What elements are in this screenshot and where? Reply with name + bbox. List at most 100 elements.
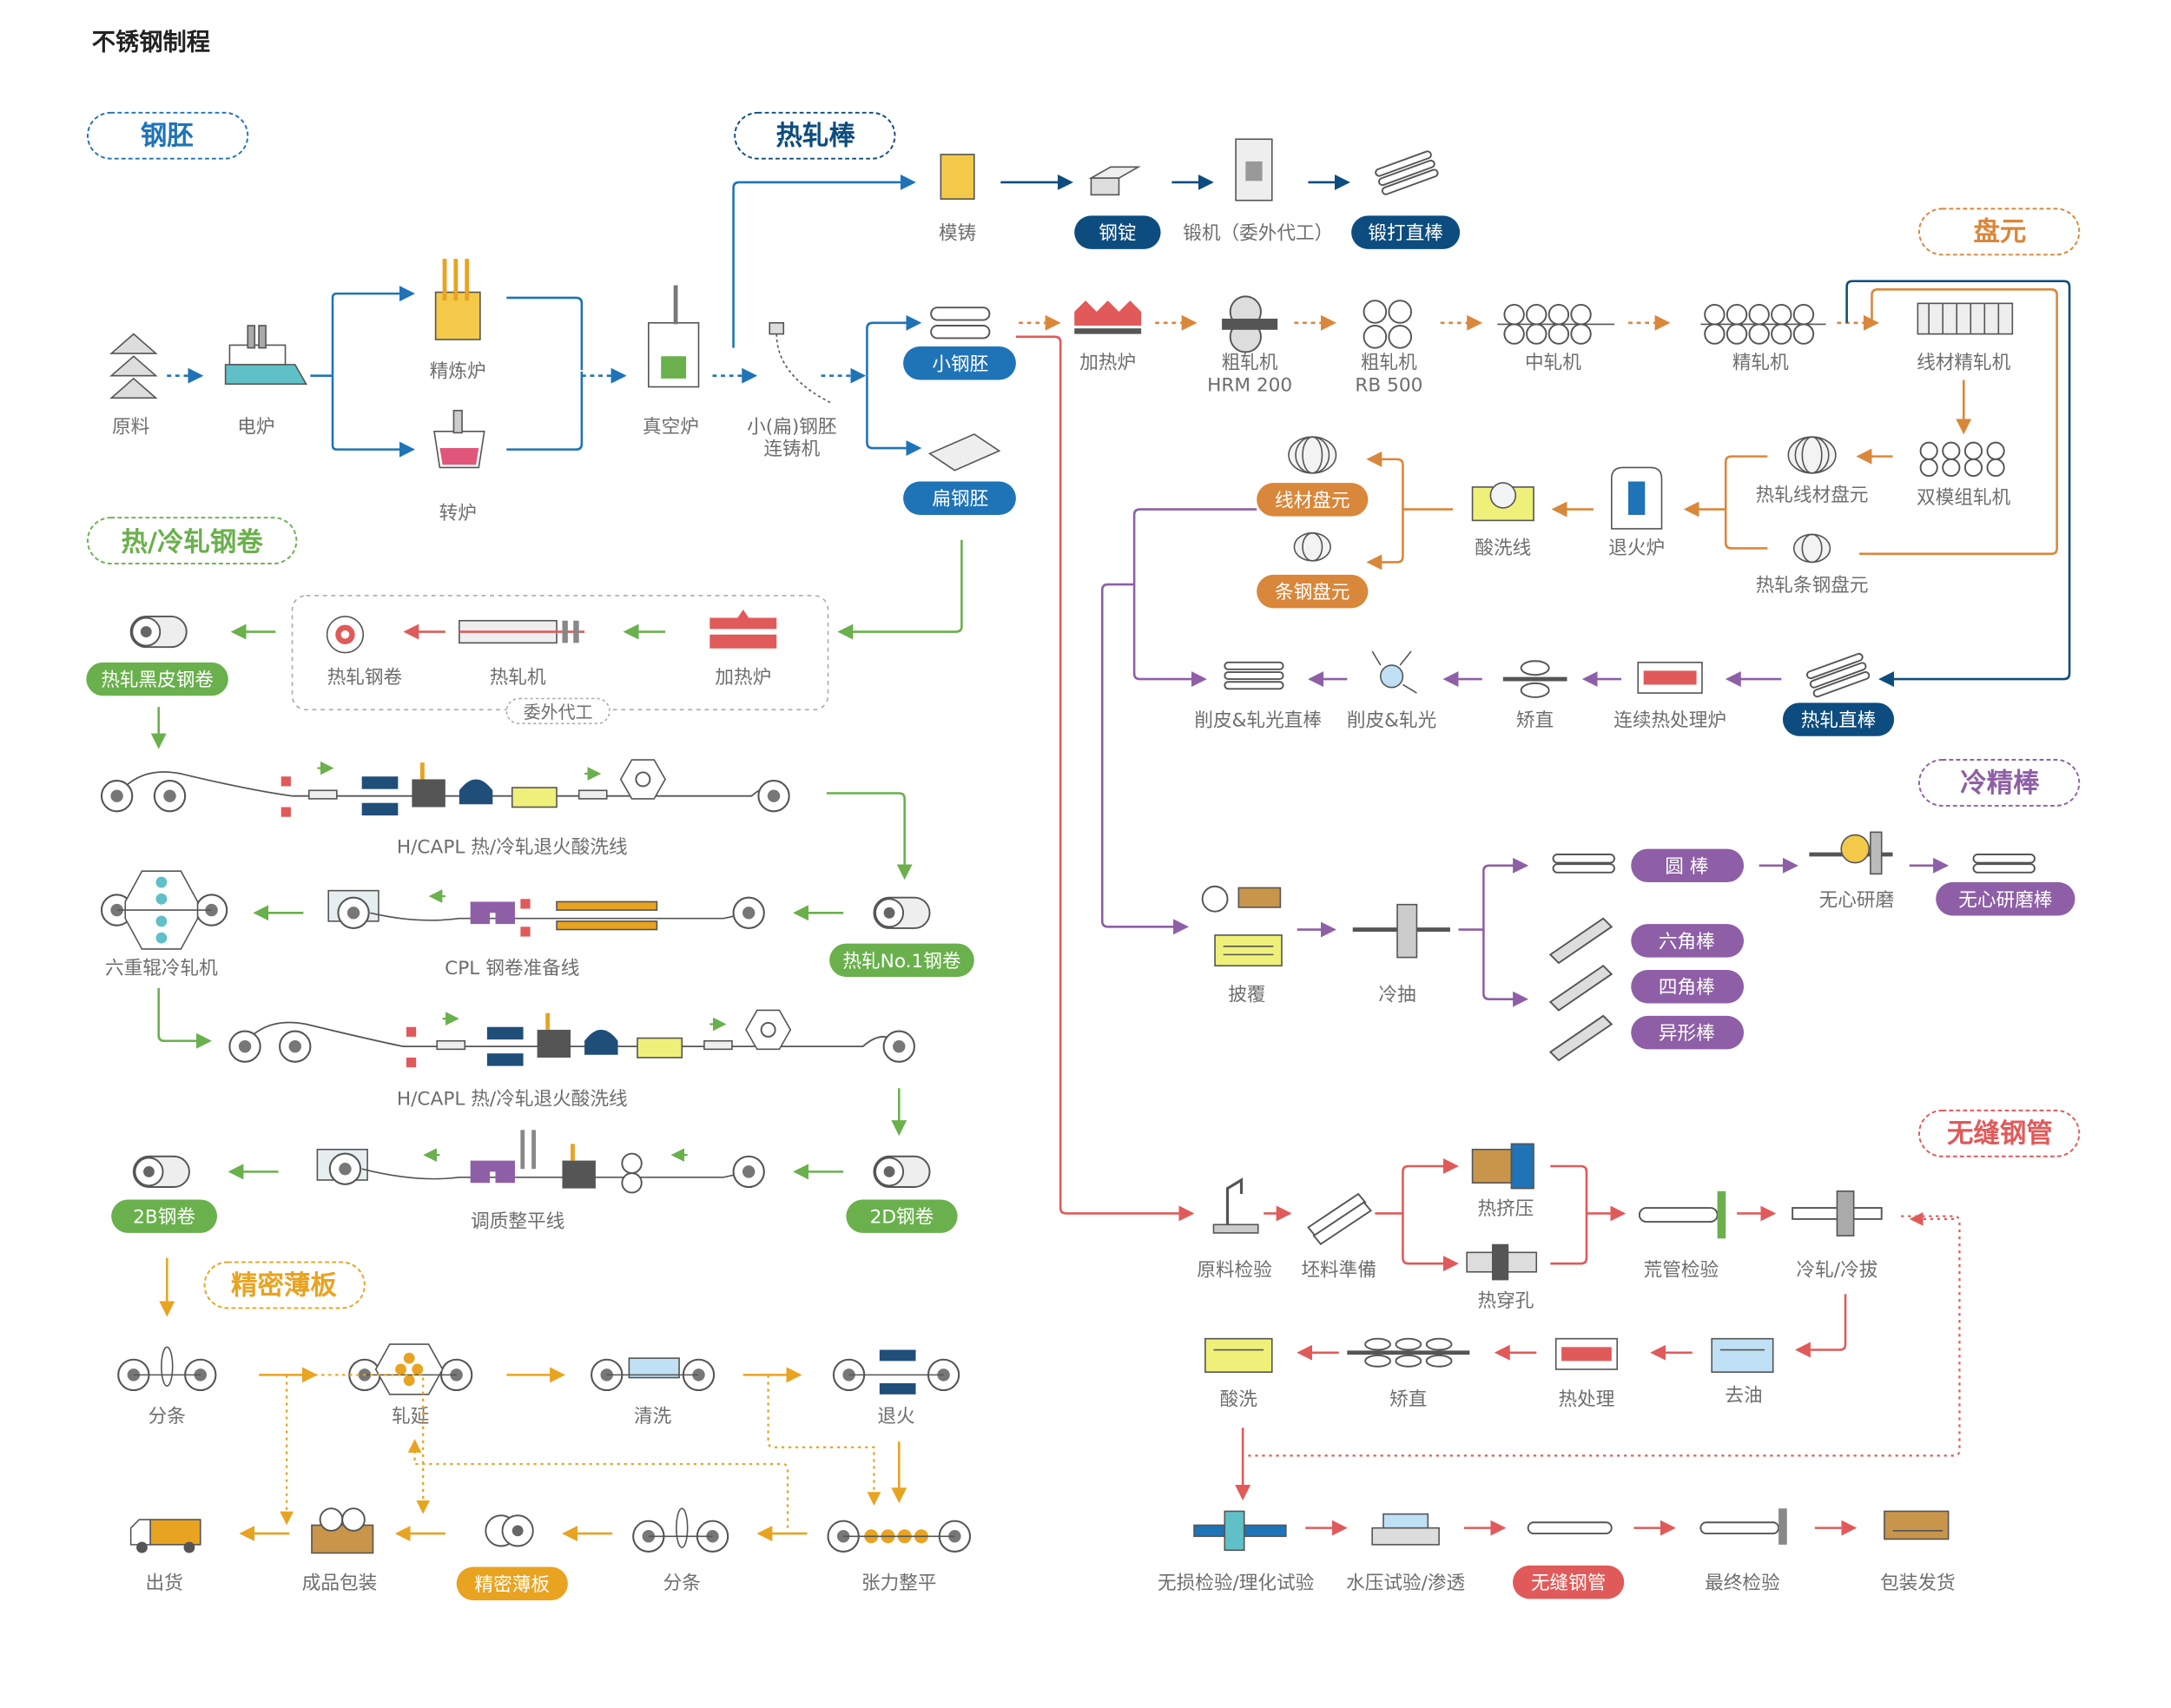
pill-black-coil bbox=[86, 662, 228, 696]
square-bar-icon bbox=[1548, 964, 1613, 1012]
section-tag-hot-rolled-bar: 热轧棒 bbox=[734, 111, 896, 160]
label-hcapl-2: H/CAPL 热/冷轧退火酸洗线 bbox=[397, 1088, 628, 1110]
pill-centerless-bar-label: 无心研磨棒 bbox=[1958, 889, 2053, 911]
no1-coil-icon bbox=[873, 896, 931, 929]
ingot-icon bbox=[1088, 166, 1141, 196]
straightener-icon bbox=[1502, 660, 1567, 698]
pill-special-bar-label: 异形棒 bbox=[1659, 1023, 1715, 1045]
wire-finishing-mill-icon bbox=[1917, 302, 2014, 335]
section-tag-wire-rod: 盘元 bbox=[1918, 208, 2081, 256]
label-skin-pass: 调质整平线 bbox=[471, 1210, 564, 1232]
round-bar-icon bbox=[1552, 854, 1615, 874]
pill-hot-rolled-bar-label: 热轧直棒 bbox=[1801, 710, 1877, 732]
eaf-icon bbox=[224, 325, 307, 386]
coating-icon bbox=[1201, 885, 1283, 967]
section-tag-precision-strip: 精密薄板 bbox=[203, 1261, 366, 1309]
svg-text:冷精棒: 冷精棒 bbox=[1960, 768, 2040, 799]
wire-rod-flow-arrows bbox=[1366, 288, 2058, 570]
hcapl-1-small-arrows bbox=[317, 761, 602, 781]
pill-slab bbox=[903, 481, 1016, 515]
centerless-grinder-icon bbox=[1809, 831, 1893, 875]
label-extrude: 热挤压 bbox=[1478, 1198, 1534, 1220]
label-degrease: 去油 bbox=[1725, 1385, 1762, 1407]
svg-text:热/冷轧钢卷: 热/冷轧钢卷 bbox=[122, 528, 264, 558]
label-slit-2: 分条 bbox=[663, 1573, 701, 1594]
label-cpl: CPL 钢卷准备线 bbox=[445, 958, 579, 979]
pill-wire-rod-label: 线材盘元 bbox=[1275, 490, 1350, 511]
black-coil-icon bbox=[129, 615, 188, 649]
tension-leveler-icon bbox=[827, 1520, 972, 1553]
label-intermediate: 中轧机 bbox=[1525, 353, 1581, 374]
hollow-inspect-icon bbox=[1638, 1190, 1726, 1239]
billet-prep-icon bbox=[1307, 1192, 1372, 1246]
slitter-2-icon bbox=[632, 1507, 729, 1553]
svg-text:无缝钢管: 无缝钢管 bbox=[1947, 1119, 2053, 1150]
pill-no1-coil bbox=[829, 943, 974, 978]
slab-furnace-icon bbox=[703, 609, 782, 649]
extrude-pierce-branch bbox=[1375, 1158, 1627, 1272]
pill-hot-rolled-bar bbox=[1782, 702, 1895, 736]
pill-ingot-label: 钢锭 bbox=[1099, 223, 1136, 245]
pill-small-billet-label: 小钢胚 bbox=[932, 353, 988, 375]
pack-box-icon bbox=[311, 1507, 374, 1554]
pill-square-bar-label: 四角棒 bbox=[1659, 977, 1715, 999]
pill-no1-coil-label: 热轧No.1钢卷 bbox=[842, 951, 961, 973]
slitter-1-icon bbox=[117, 1346, 217, 1392]
strip-anneal-icon bbox=[832, 1349, 960, 1395]
forged-bar-icon bbox=[1374, 149, 1440, 196]
arrow-slab-to-coil bbox=[837, 539, 963, 640]
ndt-icon bbox=[1193, 1510, 1287, 1552]
label-pickling: 酸洗线 bbox=[1475, 537, 1531, 559]
label-hollow-inspect: 荒管检验 bbox=[1644, 1260, 1719, 1282]
pill-2b-coil-label: 2B钢卷 bbox=[133, 1207, 195, 1229]
hot-piercing-icon bbox=[1466, 1243, 1538, 1281]
label-caster-1: 小(扁)钢胚 bbox=[747, 416, 836, 438]
pill-forged-bar-label: 锻打直棒 bbox=[1368, 223, 1443, 245]
degrease-tank-icon bbox=[1711, 1337, 1774, 1373]
tube-straightener-icon bbox=[1347, 1337, 1470, 1368]
dotted-return-line bbox=[1246, 1215, 1961, 1457]
pill-2d-coil-label: 2D钢卷 bbox=[870, 1207, 934, 1229]
label-vacuum: 真空炉 bbox=[643, 416, 699, 438]
label-twin-module: 双模组轧机 bbox=[1917, 487, 2011, 509]
outsourced-frame bbox=[291, 595, 829, 711]
label-rough-2: 粗轧机 bbox=[1361, 353, 1417, 374]
hcapl-line-2-icon bbox=[228, 1009, 915, 1068]
label-tube-inspect: 原料检验 bbox=[1197, 1260, 1272, 1282]
hot-wire-coil-icon bbox=[1787, 436, 1837, 474]
label-tube-ship: 包装发货 bbox=[1880, 1573, 1956, 1594]
annealing-furnace-icon bbox=[1611, 466, 1663, 530]
pill-centerless-bar bbox=[1936, 882, 2075, 916]
converter-icon bbox=[433, 409, 485, 469]
label-ndt: 无损检验/理化试验 bbox=[1158, 1573, 1315, 1594]
label-raw: 原料 bbox=[112, 416, 149, 438]
label-tube-straighten: 矫直 bbox=[1389, 1389, 1427, 1411]
coil-2b-icon bbox=[132, 1155, 190, 1188]
page-title: 不锈钢制程 bbox=[92, 30, 210, 56]
coil-2d-icon bbox=[873, 1155, 931, 1188]
hot-bar-coil-icon bbox=[1792, 533, 1831, 564]
final-inspect-icon bbox=[1699, 1508, 1787, 1545]
arrow-to-degrease bbox=[1794, 1294, 1847, 1358]
bar-coil-icon bbox=[1293, 531, 1331, 562]
heat-treat-furnace-icon bbox=[1637, 662, 1703, 694]
reheat-furnace-icon bbox=[1074, 300, 1142, 334]
label-clean: 清洗 bbox=[634, 1406, 672, 1428]
label-rough-2b: RB 500 bbox=[1355, 374, 1422, 396]
strip-dotted-paths bbox=[280, 1374, 881, 1528]
pill-seamless bbox=[1513, 1565, 1625, 1599]
label-mold-casting: 模铸 bbox=[939, 223, 976, 245]
finishing-mill-icon bbox=[1700, 304, 1826, 345]
label-converter: 转炉 bbox=[439, 503, 477, 524]
arrow-to-no1-coil bbox=[826, 792, 913, 880]
zmill-icon bbox=[100, 870, 228, 950]
pill-slab-label: 扁钢胚 bbox=[932, 489, 988, 511]
label-finishing: 精轧机 bbox=[1732, 353, 1789, 374]
label-forging: 锻机（委外代工） bbox=[1183, 223, 1333, 245]
label-ship: 出货 bbox=[145, 1573, 182, 1594]
ingot-branch-arrow bbox=[732, 174, 916, 348]
pickling-line-icon bbox=[1471, 482, 1534, 522]
svg-text:钢胚: 钢胚 bbox=[141, 122, 194, 152]
special-bar-icon bbox=[1548, 1014, 1613, 1062]
cpl-line-icon bbox=[327, 889, 765, 937]
